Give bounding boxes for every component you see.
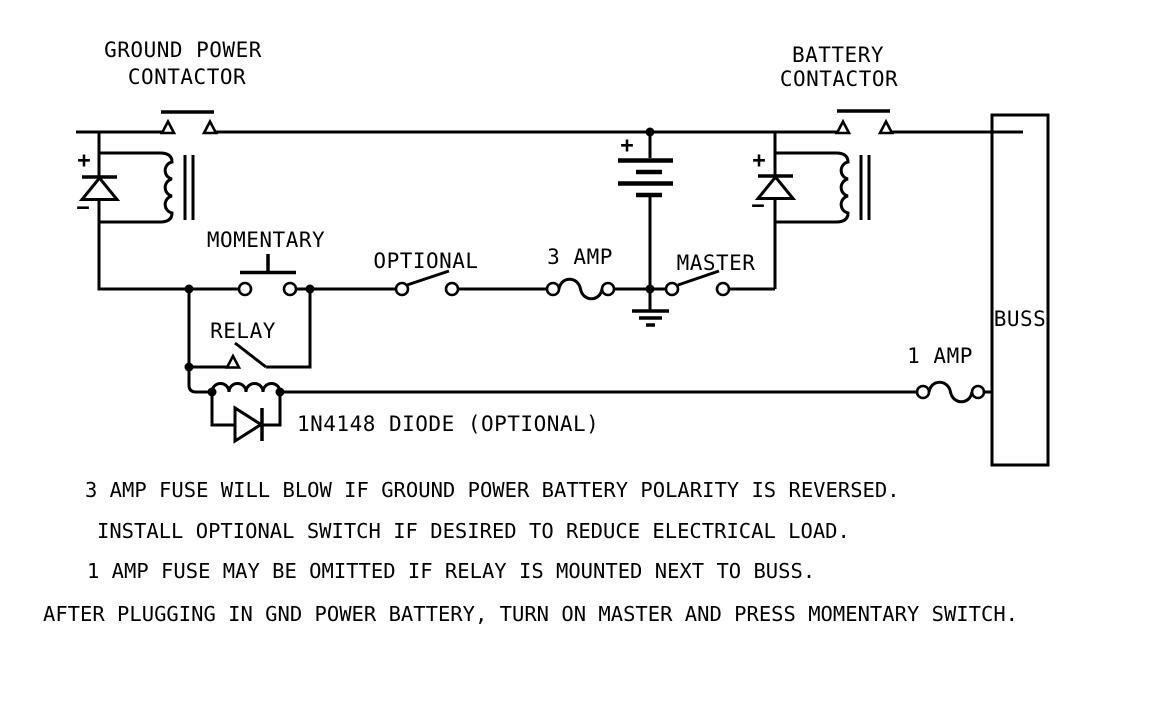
momentary-label: MOMENTARY: [207, 228, 325, 252]
snubber-diode-symbol: [233, 405, 264, 444]
bat-coil-minus-sign: −: [751, 194, 764, 219]
optional-label: OPTIONAL: [373, 249, 478, 273]
bat-contact-terminal-right-icon: [877, 118, 895, 135]
note-line-3: 1 AMP FUSE MAY BE OMITTED IF RELAY IS MO…: [87, 559, 815, 583]
optional-switch-arm: [406, 269, 450, 287]
momentary-button-actuator: [240, 254, 296, 275]
master-terminal-left: [664, 281, 680, 297]
fuse-3amp-terminal-right: [600, 281, 616, 297]
gp-contactor-label-line1: GROUND POWER: [104, 38, 262, 62]
bat-contact-terminal-left-icon: [834, 118, 852, 135]
note-line-2: INSTALL OPTIONAL SWITCH IF DESIRED TO RE…: [97, 519, 850, 543]
junction-ground: [645, 284, 655, 294]
junction-relay-coil-right: [275, 387, 285, 397]
junction-relay-contact: [184, 362, 194, 372]
relay-coil-winding: [210, 382, 282, 393]
note-line-1: 3 AMP FUSE WILL BLOW IF GROUND POWER BAT…: [85, 478, 900, 502]
gp-coil-core: [183, 155, 195, 220]
relay-contact-symbol: [224, 341, 267, 369]
snubber-diode-icon: [233, 405, 264, 444]
fuse-1amp-label: 1 AMP: [907, 344, 973, 368]
buss-bar: [990, 113, 1050, 467]
junction-battery-tap: [645, 127, 655, 137]
ground-bars-icon: [632, 309, 669, 327]
note-line-4: AFTER PLUGGING IN GND POWER BATTERY, TUR…: [43, 602, 1018, 626]
momentary-terminal-left: [237, 281, 253, 297]
fuse-3amp-terminal-left: [545, 281, 561, 297]
battery-symbol: +: [618, 134, 673, 198]
battery-contactor-symbol: + −: [751, 109, 895, 224]
bat-contactor-label-line2: CONTACTOR: [780, 67, 898, 91]
relay-switch-arm: [234, 341, 267, 369]
fuse-1amp-terminal-left: [915, 384, 931, 400]
relay-fixed-contact-icon: [224, 353, 242, 369]
junction-relay-coil-left: [207, 387, 217, 397]
bat-contactor-label-line1: BATTERY: [792, 43, 884, 67]
snubber-diode-label: 1N4148 DIODE (OPTIONAL): [297, 412, 599, 436]
master-switch-arm: [677, 269, 720, 287]
fuse-3amp-element: [557, 277, 604, 301]
gp-coil-minus-sign: −: [76, 196, 89, 221]
bat-coil-plus-sign: +: [752, 149, 765, 174]
gp-coil-winding: [99, 151, 174, 224]
optional-terminal-right: [444, 281, 460, 297]
fuse-3amp-label: 3 AMP: [547, 245, 613, 269]
bat-coil-core: [859, 155, 871, 220]
gp-contact-terminal-right-icon: [201, 118, 219, 135]
terminal-circles: [237, 281, 986, 400]
master-label: MASTER: [677, 251, 756, 275]
ground-symbol: [632, 289, 669, 327]
fuse-1amp-element: [927, 380, 974, 404]
relay-branch-wires: [187, 289, 312, 394]
gp-flyback-diode-icon: [78, 175, 121, 201]
relay-label: RELAY: [210, 319, 276, 343]
battery-plus-sign: +: [620, 134, 633, 159]
bat-flyback-diode-icon: [754, 174, 797, 200]
ground-power-contactor-symbol: + −: [76, 110, 219, 224]
junction-dots: [184, 127, 655, 397]
momentary-switch-symbol: [240, 254, 296, 275]
bat-coil-winding: [775, 151, 850, 224]
master-terminal-right: [715, 281, 731, 297]
momentary-terminal-right: [282, 281, 298, 297]
buss-label: BUSS: [994, 307, 1047, 331]
gp-coil-plus-sign: +: [77, 149, 90, 174]
gp-contactor-label-line2: CONTACTOR: [128, 65, 246, 89]
gp-contact-terminal-left-icon: [159, 118, 177, 135]
junction-relay-branch-top: [184, 284, 194, 294]
fuse-1amp-terminal-right: [970, 384, 986, 400]
snubber-loop-wires: [210, 392, 282, 427]
optional-terminal-left: [394, 281, 410, 297]
junction-momentary-right: [305, 284, 315, 294]
